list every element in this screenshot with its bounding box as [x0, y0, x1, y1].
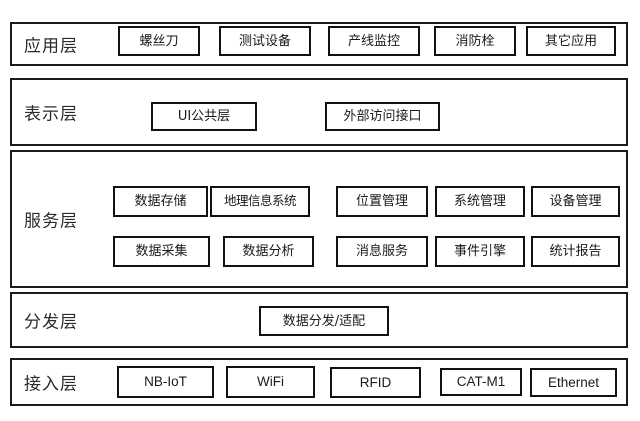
node-application-0[interactable]: 螺丝刀 — [118, 26, 200, 56]
node-service-1[interactable]: 地理信息系统 — [210, 186, 310, 217]
node-service-2[interactable]: 位置管理 — [336, 186, 428, 217]
node-presentation-1[interactable]: 外部访问接口 — [325, 102, 440, 131]
node-distribution-0[interactable]: 数据分发/适配 — [259, 306, 389, 336]
node-access-3[interactable]: CAT-M1 — [440, 368, 522, 396]
node-application-1[interactable]: 测试设备 — [219, 26, 311, 56]
layer-service: 服务层 — [10, 150, 628, 288]
layer-distribution: 分发层 — [10, 292, 628, 348]
layer-presentation: 表示层 — [10, 78, 628, 146]
node-access-4[interactable]: Ethernet — [530, 368, 617, 397]
layer-title-distribution: 分发层 — [24, 312, 78, 333]
node-application-3[interactable]: 消防栓 — [434, 26, 516, 56]
layer-title-service: 服务层 — [24, 211, 78, 232]
node-service-9[interactable]: 统计报告 — [531, 236, 620, 267]
node-service-5[interactable]: 数据采集 — [113, 236, 210, 267]
node-service-0[interactable]: 数据存储 — [113, 186, 208, 217]
node-application-2[interactable]: 产线监控 — [328, 26, 420, 56]
node-service-7[interactable]: 消息服务 — [336, 236, 428, 267]
node-service-8[interactable]: 事件引擎 — [435, 236, 525, 267]
node-service-3[interactable]: 系统管理 — [435, 186, 525, 217]
node-service-4[interactable]: 设备管理 — [531, 186, 620, 217]
layer-access: 接入层 — [10, 358, 628, 406]
node-application-4[interactable]: 其它应用 — [526, 26, 616, 56]
node-access-0[interactable]: NB-IoT — [117, 366, 214, 398]
node-access-2[interactable]: RFID — [330, 367, 421, 398]
node-access-1[interactable]: WiFi — [226, 366, 315, 398]
layer-title-presentation: 表示层 — [24, 104, 78, 125]
layer-application: 应用层 — [10, 22, 628, 66]
layer-title-access: 接入层 — [24, 374, 78, 395]
node-presentation-0[interactable]: UI公共层 — [151, 102, 257, 131]
layer-title-application: 应用层 — [24, 36, 78, 57]
node-service-6[interactable]: 数据分析 — [223, 236, 314, 267]
